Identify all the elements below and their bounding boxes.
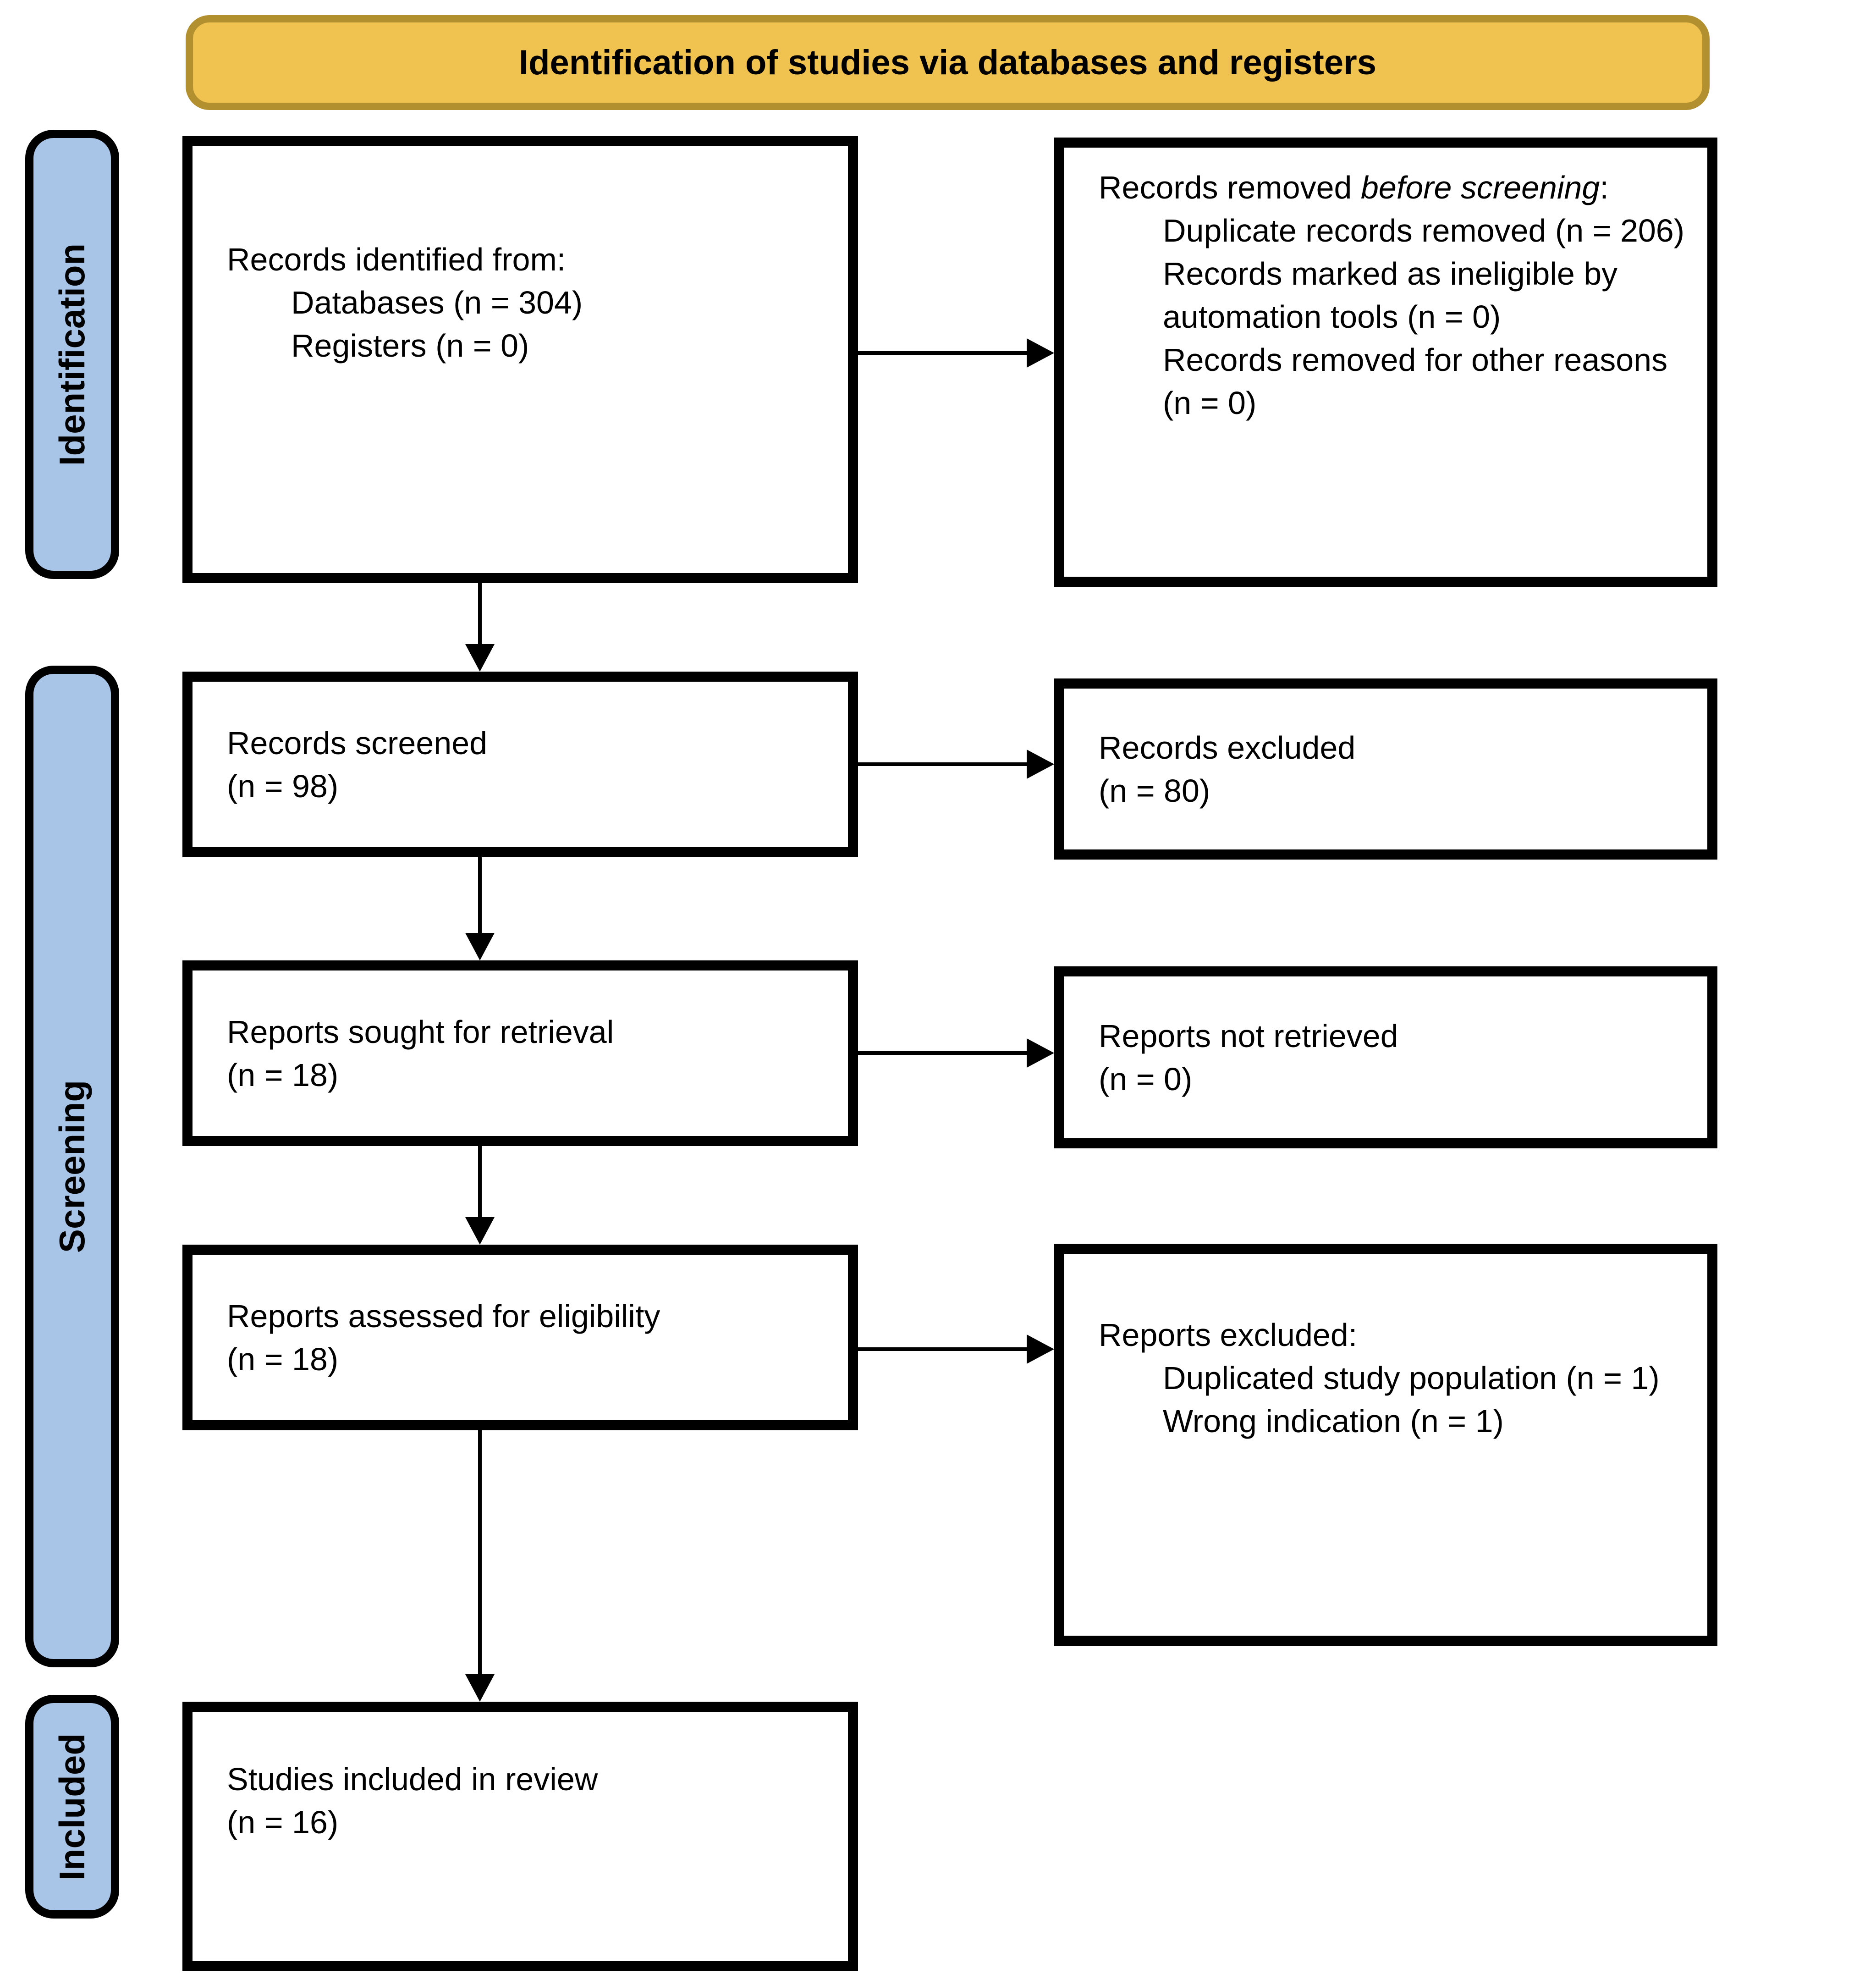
banner-title: Identification of studies via databases … — [519, 43, 1376, 82]
stage-screening-label: Screening — [52, 1080, 93, 1253]
box-records-screened: Records screened (n = 98) — [182, 672, 858, 857]
arrowhead-down-icon — [465, 933, 495, 960]
box-records-screened-label: Records screened — [227, 725, 488, 761]
stage-identification: Identification — [25, 130, 119, 579]
box-records-identified-item-databases: Databases (n = 304) — [291, 285, 583, 320]
arrow-line — [478, 583, 482, 647]
box-records-identified-item-registers: Registers (n = 0) — [291, 328, 529, 364]
arrowhead-right-icon — [1027, 338, 1054, 368]
banner: Identification of studies via databases … — [186, 15, 1710, 110]
arrow-line — [478, 1430, 482, 1677]
arrowhead-down-icon — [465, 1674, 495, 1702]
stage-identification-label: Identification — [52, 243, 92, 466]
box-records-removed-title-italic: before screening — [1360, 170, 1600, 205]
box-records-excluded: Records excluded (n = 80) — [1054, 678, 1717, 860]
box-records-removed-item-other: Records removed for other reasons (n = 0… — [1163, 342, 1668, 421]
box-reports-excluded: Reports excluded: Duplicated study popul… — [1054, 1244, 1717, 1646]
box-reports-assessed-label: Reports assessed for eligibility — [227, 1298, 660, 1334]
arrow-line — [478, 857, 482, 935]
arrow-line — [858, 762, 1028, 766]
box-records-identified-title: Records identified from: — [227, 242, 566, 277]
box-records-excluded-count: (n = 80) — [1099, 772, 1210, 809]
box-reports-excluded-item-duplicated-population: Duplicated study population (n = 1) — [1163, 1360, 1660, 1396]
box-records-removed-title: Records removed before screening: — [1099, 170, 1609, 205]
arrowhead-right-icon — [1027, 1334, 1054, 1364]
arrow-line — [478, 1146, 482, 1219]
box-reports-excluded-item-wrong-indication: Wrong indication (n = 1) — [1163, 1403, 1504, 1439]
arrow-line — [858, 1051, 1028, 1055]
box-records-removed-item-automation: Records marked as ineligible by automati… — [1163, 256, 1618, 335]
box-reports-excluded-title: Reports excluded: — [1099, 1317, 1358, 1353]
box-studies-included-count: (n = 16) — [227, 1804, 339, 1840]
box-records-screened-count: (n = 98) — [227, 768, 339, 804]
box-reports-sought-label: Reports sought for retrieval — [227, 1014, 614, 1050]
box-reports-assessed: Reports assessed for eligibility (n = 18… — [182, 1245, 858, 1430]
arrowhead-right-icon — [1027, 1038, 1054, 1068]
box-studies-included: Studies included in review (n = 16) — [182, 1702, 858, 1971]
box-records-identified: Records identified from: Databases (n = … — [182, 136, 858, 583]
box-records-removed-before-screening: Records removed before screening: Duplic… — [1054, 138, 1717, 587]
arrow-line — [858, 351, 1028, 355]
box-reports-not-retrieved-count: (n = 0) — [1099, 1061, 1193, 1097]
box-reports-sought-count: (n = 18) — [227, 1057, 339, 1093]
arrowhead-down-icon — [465, 644, 495, 672]
stage-included-label: Included — [52, 1733, 92, 1880]
arrowhead-right-icon — [1027, 750, 1054, 779]
box-reports-assessed-count: (n = 18) — [227, 1341, 339, 1377]
box-studies-included-label: Studies included in review — [227, 1761, 598, 1797]
box-records-excluded-label: Records excluded — [1099, 729, 1356, 766]
box-reports-not-retrieved-label: Reports not retrieved — [1099, 1018, 1398, 1054]
box-records-removed-item-duplicates: Duplicate records removed (n = 206) — [1163, 213, 1685, 248]
box-reports-sought: Reports sought for retrieval (n = 18) — [182, 960, 858, 1146]
stage-included: Included — [25, 1695, 119, 1919]
stage-screening: Screening — [25, 666, 119, 1667]
arrowhead-down-icon — [465, 1217, 495, 1245]
box-reports-not-retrieved: Reports not retrieved (n = 0) — [1054, 966, 1717, 1148]
arrow-line — [858, 1347, 1028, 1351]
